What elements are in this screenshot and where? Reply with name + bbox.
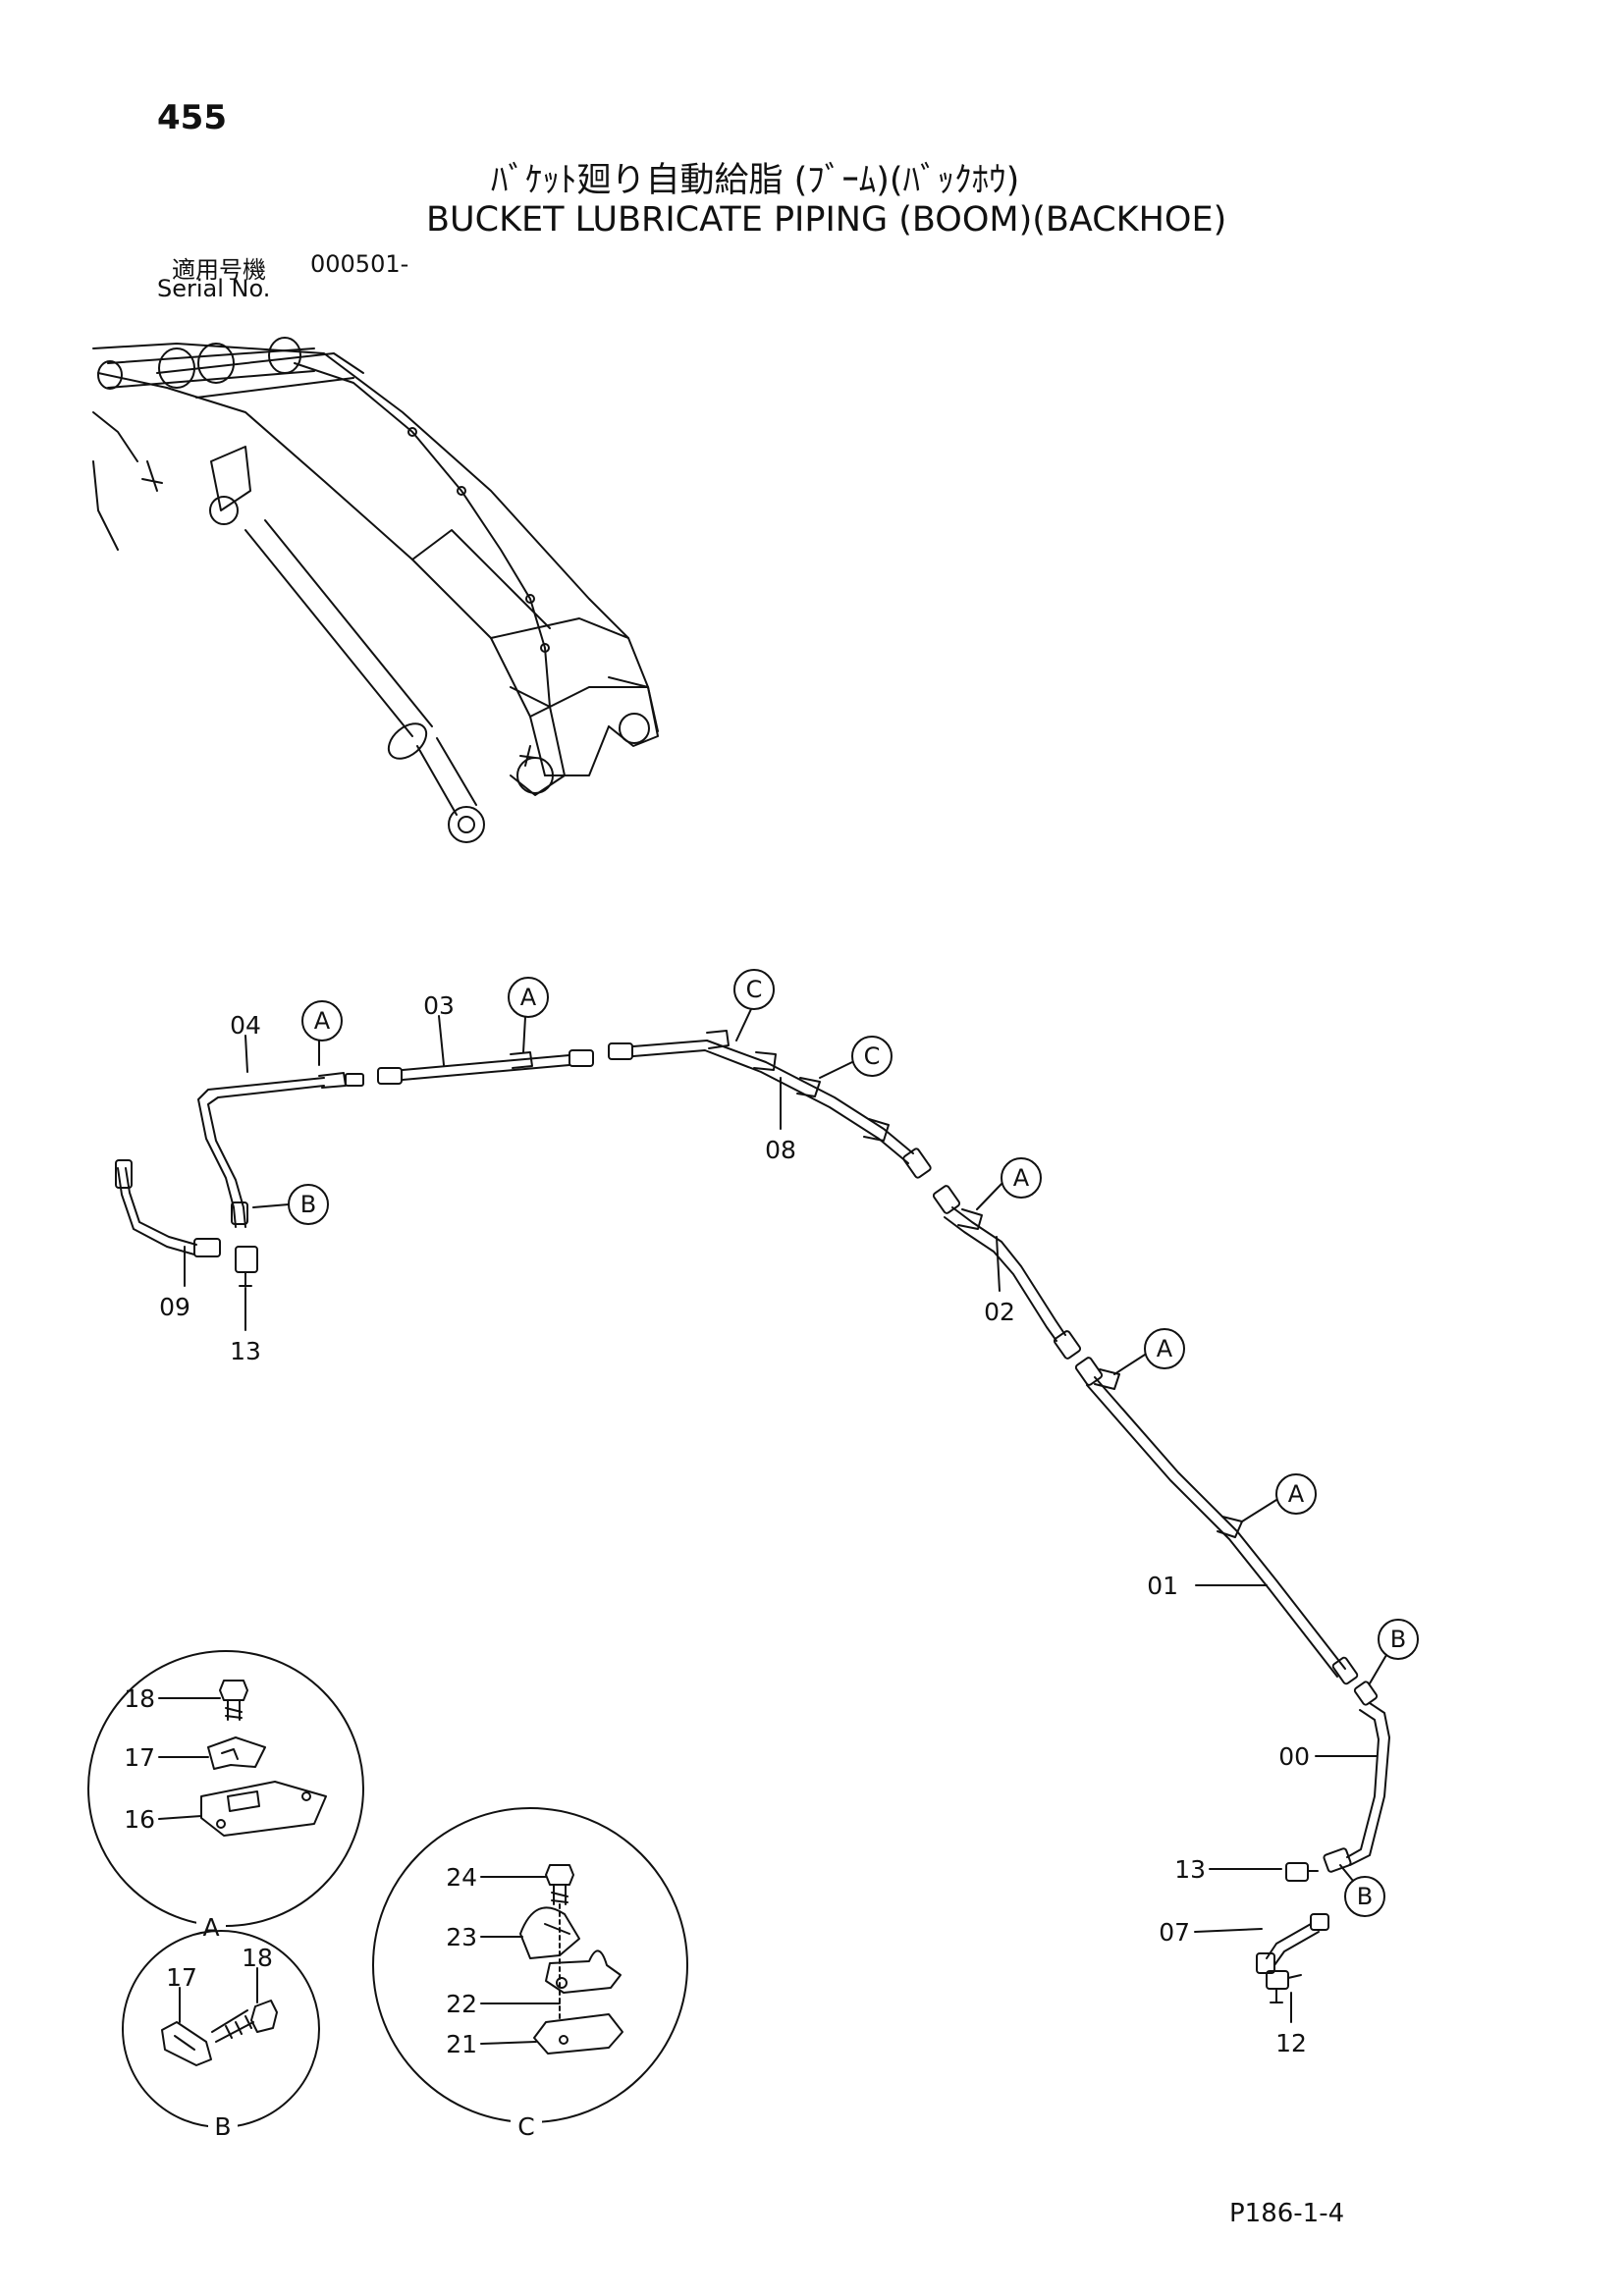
detail-c-labels: 24 23 22 21 C <box>446 1863 542 2141</box>
detail-c-part-21: 21 <box>446 2030 477 2058</box>
detail-a-labels: 18 17 16 A <box>124 1684 226 1942</box>
part-02-label: 02 <box>984 1298 1015 1326</box>
boom-overview-illustration <box>92 337 659 843</box>
callout-a4-circle <box>1144 1328 1185 1369</box>
callout-c1: C <box>746 976 763 1003</box>
detail-a-part-18: 18 <box>124 1684 155 1713</box>
part-07-label: 07 <box>1159 1918 1190 1947</box>
detail-b <box>122 1930 320 2128</box>
callout-c2: C <box>864 1042 881 1070</box>
callout-a1: A <box>314 1007 331 1035</box>
title-english: BUCKET LUBRICATE PIPING (BOOM)(BACKHOE) <box>426 200 1227 240</box>
detail-b-circle <box>122 1930 320 2128</box>
piping-route <box>115 1030 1390 2003</box>
callout-a3: A <box>1013 1164 1030 1192</box>
title-japanese: ﾊﾞｹｯﾄ廻り自動給脂 (ﾌﾞｰﾑ)(ﾊﾞｯｸﾎｳ) <box>491 161 1020 200</box>
callout-a5: A <box>1288 1480 1305 1508</box>
figure-code: P186-1-4 <box>1229 2199 1345 2228</box>
detail-c-part-24: 24 <box>446 1863 477 1892</box>
detail-c-part-22: 22 <box>446 1990 477 2018</box>
callout-c1-circle <box>733 969 775 1010</box>
callout-c2-circle <box>851 1036 893 1077</box>
serial-label-english: Serial No. <box>157 275 271 302</box>
callout-a5-circle <box>1275 1473 1317 1515</box>
part-12-label: 12 <box>1275 2029 1307 2057</box>
callout-bubbles <box>252 969 1419 1917</box>
part-08-label: 08 <box>765 1136 796 1164</box>
callout-a4: A <box>1157 1335 1173 1362</box>
detail-a-caption: A <box>202 1913 219 1942</box>
callout-b2-circle <box>1378 1619 1419 1660</box>
callout-letters: A A C C A A A B B B <box>300 976 1406 1910</box>
part-13-right-label: 13 <box>1174 1855 1206 1884</box>
part-13-left-label: 13 <box>230 1337 261 1365</box>
detail-b-part-17: 17 <box>166 1963 197 1992</box>
detail-a-part-17: 17 <box>124 1743 155 1772</box>
detail-b-caption: B <box>214 2112 231 2141</box>
part-04-label: 04 <box>230 1011 261 1040</box>
detail-c-caption: C <box>517 2112 534 2141</box>
detail-a-part-16: 16 <box>124 1805 155 1834</box>
callout-b3: B <box>1357 1883 1373 1910</box>
callout-a2: A <box>520 984 537 1011</box>
detail-b-labels: 17 18 B <box>166 1944 273 2141</box>
callout-b3-circle <box>1344 1876 1385 1917</box>
callout-b2: B <box>1390 1626 1406 1653</box>
callout-a3-circle <box>1001 1157 1042 1199</box>
callout-a2-circle <box>508 977 549 1018</box>
part-labels: 04 03 08 02 01 00 09 13 13 07 12 <box>159 991 1310 2057</box>
callout-b1: B <box>300 1191 316 1218</box>
detail-c <box>372 1807 688 2123</box>
detail-b-part-18: 18 <box>242 1944 273 1972</box>
part-03-label: 03 <box>423 991 455 1020</box>
part-00-label: 00 <box>1278 1742 1310 1771</box>
callout-a1-circle <box>301 1000 343 1041</box>
serial-value: 000501- <box>310 250 409 278</box>
page-number: 455 <box>157 98 227 137</box>
detail-a <box>87 1650 364 1927</box>
part-leaders <box>184 1015 1378 2023</box>
detail-c-part-23: 23 <box>446 1923 477 1951</box>
part-09-label: 09 <box>159 1293 190 1321</box>
detail-c-circle <box>372 1807 688 2123</box>
part-01-label: 01 <box>1147 1572 1178 1600</box>
serial-label-japanese: 適用号機 <box>172 256 266 284</box>
